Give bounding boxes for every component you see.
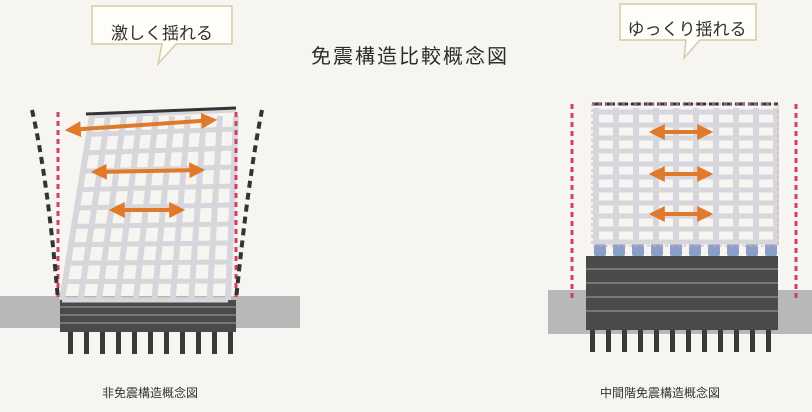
right-building-diagram <box>548 102 812 352</box>
left-building-frame <box>59 106 239 303</box>
bubble-right-label: ゆっくり揺れる <box>627 20 747 40</box>
caption-left: 非免震構造概念図 <box>101 386 199 400</box>
diagram-title: 免震構造比較概念図 <box>311 44 509 68</box>
seismic-isolators <box>594 244 777 256</box>
bubble-left-label: 激しく揺れる <box>111 24 213 44</box>
left-foundation-piles <box>68 332 233 354</box>
speech-bubble-left <box>91 5 233 67</box>
right-foundation-piles <box>590 330 771 352</box>
left-building-diagram <box>0 106 300 354</box>
speech-bubble-right <box>619 3 757 61</box>
caption-right: 中間階免震構造概念図 <box>599 386 721 400</box>
